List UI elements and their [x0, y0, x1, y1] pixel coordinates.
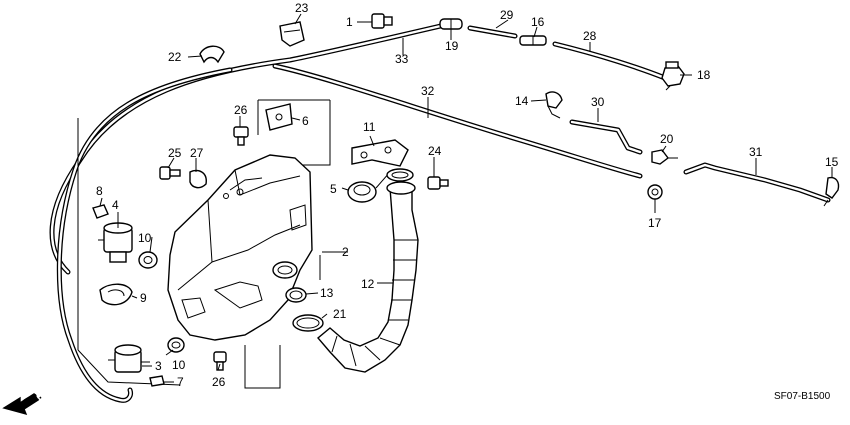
callout-1: 1: [346, 15, 353, 29]
callout-20: 20: [660, 132, 674, 146]
clip-8: [92, 204, 109, 219]
callout-10-lower: 10: [172, 358, 186, 372]
callout-6: 6: [302, 114, 309, 128]
clip-27: [189, 169, 207, 189]
clamp-21: [292, 314, 324, 332]
bolt-26-upper: [233, 126, 249, 146]
bracket-11: [351, 139, 409, 167]
nozzle-14: [545, 91, 563, 119]
callout-21: 21: [333, 307, 347, 321]
joint-16: [519, 35, 547, 46]
callout-32: 32: [421, 84, 435, 98]
callout-30: 30: [591, 95, 605, 109]
grommet-10-upper: [138, 251, 158, 269]
hose-32: [272, 63, 643, 179]
callout-29: 29: [500, 8, 514, 22]
seal-13: [285, 287, 307, 303]
callout-17: 17: [648, 216, 662, 230]
hose-front-loop: [56, 67, 233, 403]
callout-25: 25: [168, 146, 182, 160]
callout-19: 19: [445, 39, 459, 53]
callout-7: 7: [177, 375, 184, 389]
joint-19: [439, 18, 463, 30]
filler-seal: [386, 168, 414, 182]
hose-30: [569, 119, 643, 155]
callout-numbers: 1 23 22 33 19 29 16 28 18 32 14 30 20 31…: [96, 1, 839, 389]
callout-3: 3: [155, 359, 162, 373]
hose-28: [552, 41, 668, 81]
callout-26-upper: 26: [234, 103, 248, 117]
bolt-25: [159, 166, 181, 180]
diagram-code: SF07-B1500: [774, 391, 831, 402]
callout-4: 4: [112, 198, 119, 212]
callout-28: 28: [583, 29, 597, 43]
clip-23: [279, 21, 305, 47]
callout-14: 14: [515, 94, 529, 108]
bolt-1: [371, 13, 393, 29]
bracket-6: [265, 103, 293, 131]
callout-33: 33: [395, 52, 409, 66]
nozzle-15: [823, 176, 840, 207]
bolt-26-lower: [213, 351, 227, 371]
callout-11: 11: [363, 120, 376, 134]
pump-motor-4: [98, 222, 133, 263]
joint-20: [651, 149, 678, 165]
pump-motor-3: [108, 344, 150, 373]
grommet-17: [647, 184, 663, 200]
callout-15: 15: [825, 155, 839, 169]
callout-27: 27: [190, 146, 204, 160]
hose-31: [683, 162, 831, 203]
seal-9: [99, 283, 133, 306]
tank-grommet: [272, 261, 298, 279]
hose-29: [467, 25, 518, 39]
callout-22: 22: [168, 50, 182, 64]
callout-24: 24: [428, 144, 442, 158]
clip-22: [199, 45, 225, 64]
callout-31: 31: [749, 145, 763, 159]
filler-neck-12: [317, 181, 419, 373]
callout-13: 13: [320, 286, 334, 300]
callout-8: 8: [96, 184, 103, 198]
cap-5: [347, 171, 391, 203]
callout-18: 18: [697, 68, 711, 82]
callout-26-lower: 26: [212, 375, 226, 389]
callout-10-upper: 10: [138, 231, 152, 245]
callout-23: 23: [295, 1, 309, 15]
callout-9: 9: [140, 291, 147, 305]
callout-5: 5: [330, 182, 337, 196]
front-arrow-icon: [2, 393, 39, 416]
callout-2: 2: [342, 245, 349, 259]
nozzle-18: [661, 61, 685, 91]
bolt-24: [427, 176, 449, 190]
leader-lines: [99, 13, 833, 383]
hose-33: [49, 22, 448, 275]
clip-7: [149, 375, 165, 387]
callout-16: 16: [531, 15, 545, 29]
grommet-10-lower: [167, 337, 185, 353]
callout-12: 12: [361, 277, 375, 291]
direction-label: FR.: [22, 390, 43, 409]
